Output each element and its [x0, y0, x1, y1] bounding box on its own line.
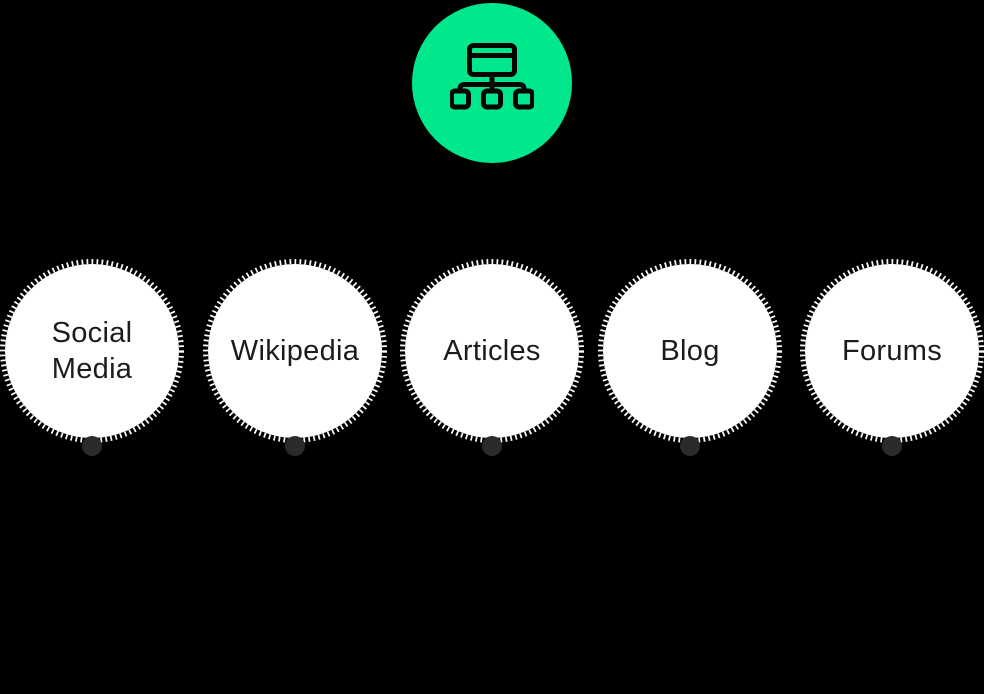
node-label: Social Media	[51, 316, 133, 385]
connector-handle[interactable]	[482, 436, 502, 456]
node-social-media[interactable]: Social Media	[0, 251, 192, 457]
node-label: Forums	[841, 334, 943, 367]
connector-handle[interactable]	[82, 436, 102, 456]
node-wikipedia[interactable]: Wikipedia	[195, 251, 395, 457]
node-blog[interactable]: Blog	[590, 251, 790, 457]
node-articles[interactable]: Articles	[392, 251, 592, 457]
node-label: Articles	[443, 334, 541, 367]
connector-handle[interactable]	[285, 436, 305, 456]
node-label: Blog	[660, 334, 720, 367]
connector-handle[interactable]	[680, 436, 700, 456]
connector-handle[interactable]	[882, 436, 902, 456]
node-label: Wikipedia	[230, 334, 360, 367]
root-node[interactable]	[412, 3, 572, 163]
node-forums[interactable]: Forums	[792, 251, 984, 457]
sitemap-icon	[450, 43, 534, 110]
